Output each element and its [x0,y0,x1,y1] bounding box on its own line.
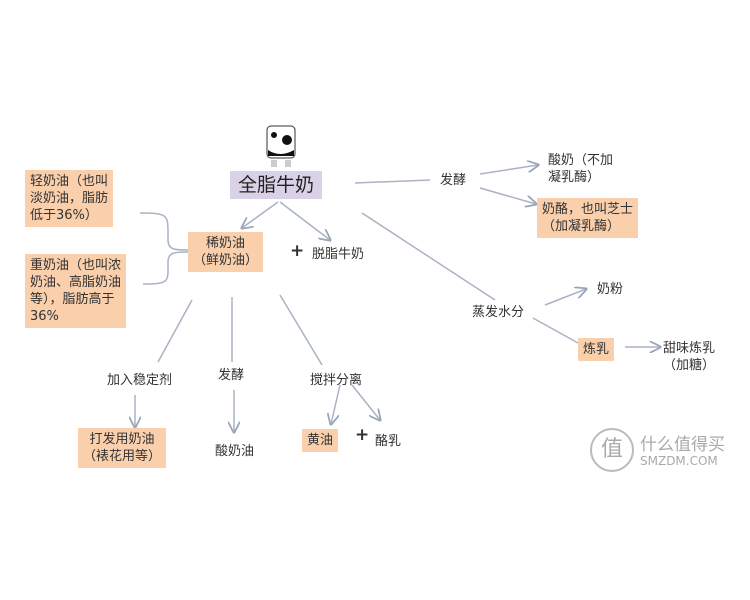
evaporate-label: 蒸发水分 [472,305,525,320]
butter-node: 黄油 [302,429,339,452]
heavy-cream-node: 重奶油（也叫浓 奶油、高脂奶油 等），脂肪高于 36% [25,254,127,328]
churn-label: 搅拌分离 [310,373,363,388]
watermark-url: SMZDM.COM [640,454,718,468]
plus-sign: + [290,241,305,261]
skim-milk-node: 脱脂牛奶 [312,247,365,262]
whipping-cream-node: 打发用奶油 （裱花用等） [78,428,167,468]
ferment-label-2: 发酵 [218,368,245,383]
whole-milk-node: 全脂牛奶 [230,171,323,199]
watermark-logo-icon: 值 [590,428,634,472]
condensed-milk-node: 炼乳 [578,338,615,361]
milk-powder-node: 奶粉 [597,282,624,297]
ferment-label: 发酵 [440,173,467,188]
buttermilk-node: 酪乳 [375,434,402,449]
plus-sign-2: + [355,425,370,445]
light-cream-node: 轻奶油（也叫 淡奶油，脂肪 低于36%） [25,170,114,227]
sour-cream-node: 酸奶油 [215,444,255,459]
cream-node: 稀奶油 （鲜奶油） [188,232,264,272]
stabilizer-label: 加入稳定剂 [107,373,173,388]
cheese-node: 奶酪，也叫芝士 （加凝乳酶） [537,198,639,238]
cow-milk-carton-icon [266,125,296,167]
yogurt-node: 酸奶（不加 凝乳酶） [548,153,614,185]
watermark-name: 什么值得买 [640,435,725,455]
sweet-condensed-milk-node: 甜味炼乳 （加糖） [663,341,716,373]
